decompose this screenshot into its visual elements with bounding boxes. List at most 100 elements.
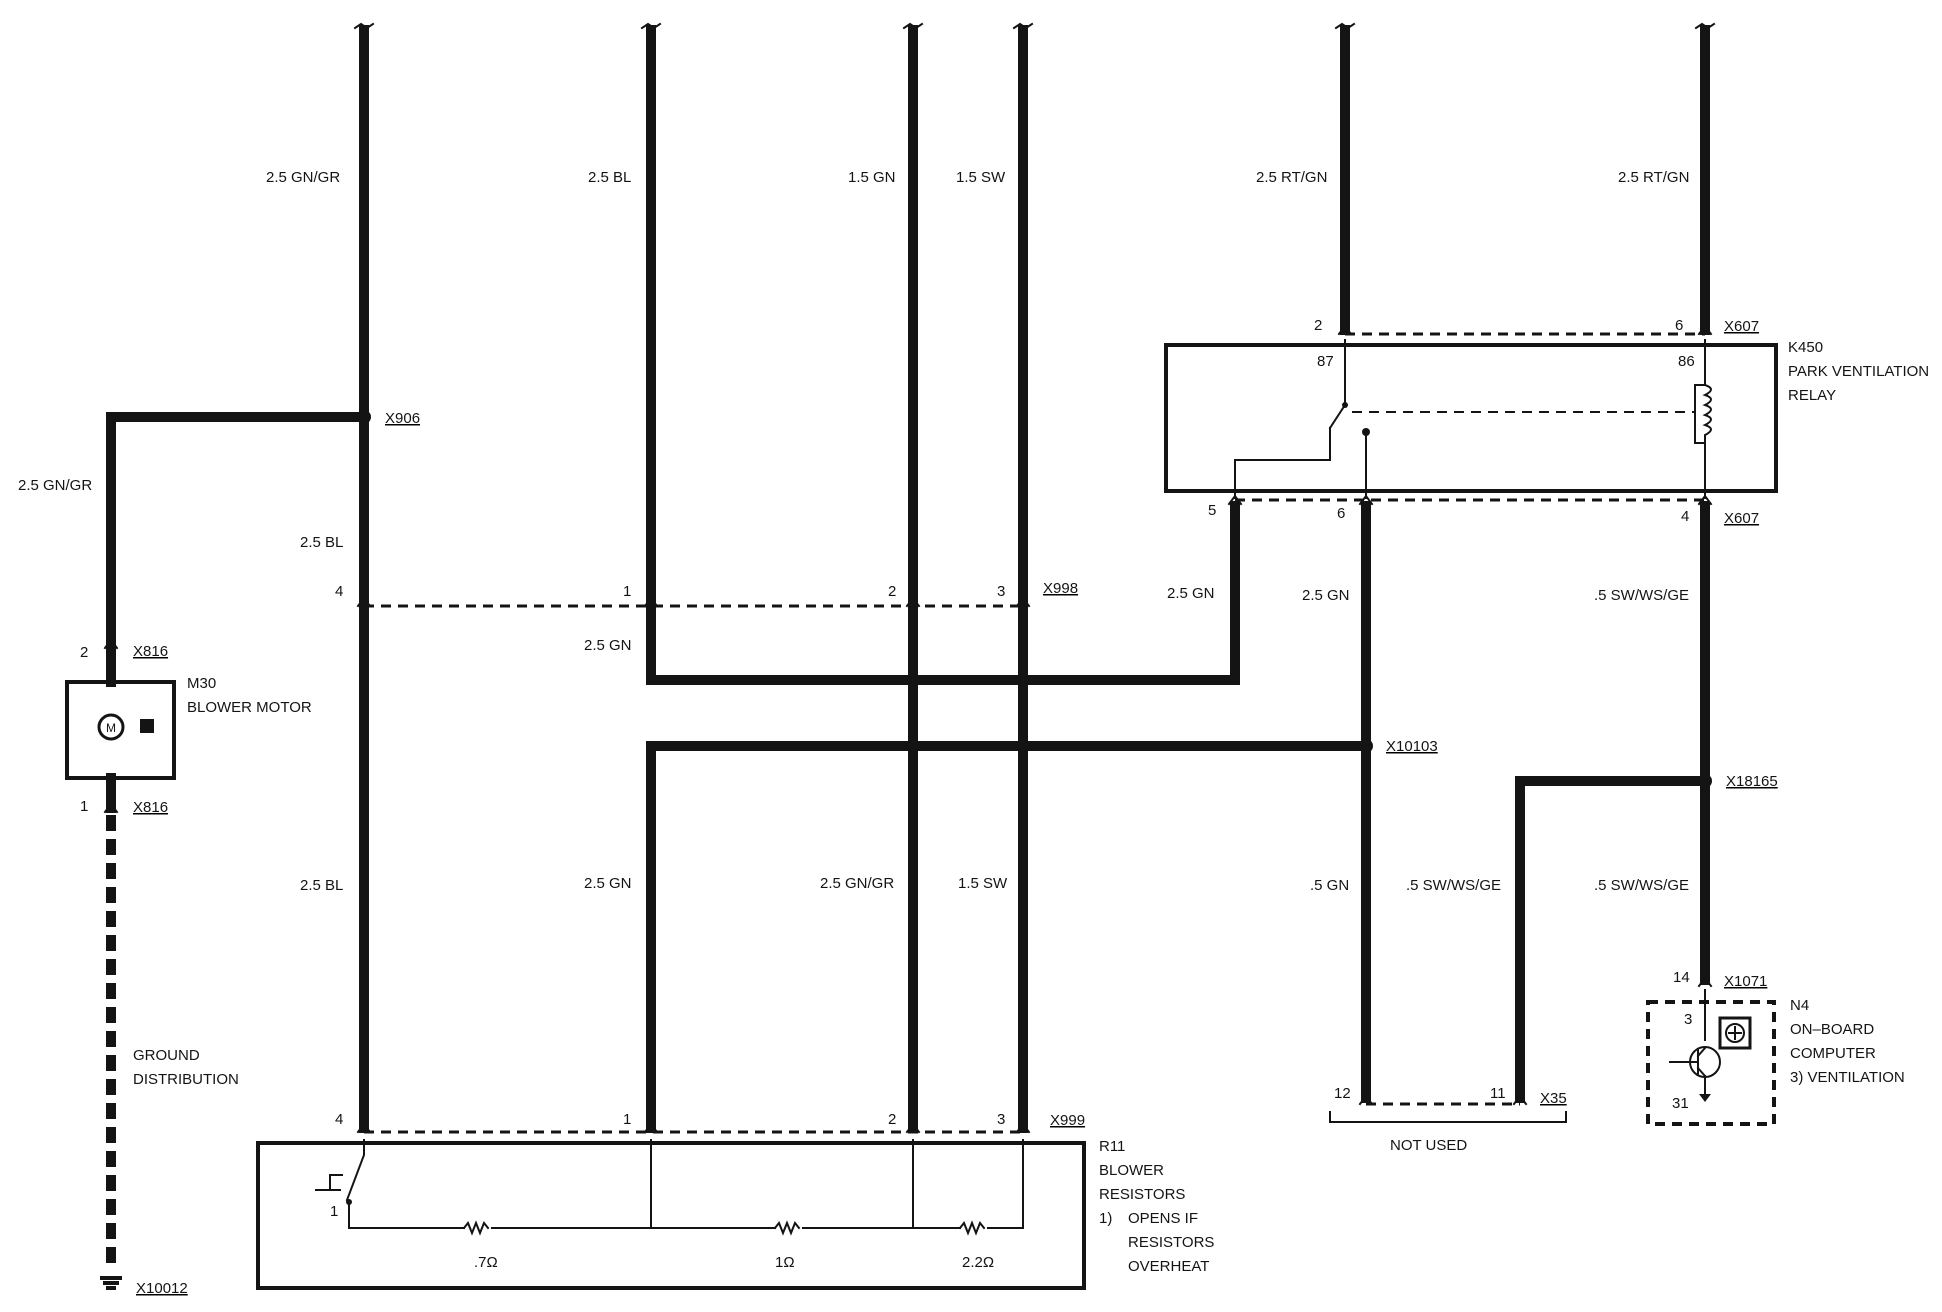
pin-number: 1	[330, 1203, 338, 1220]
connector-labels: X906 X816 X816 X998 X999 X607 X607 X1010…	[133, 318, 1778, 1297]
ground-icon	[100, 1276, 122, 1290]
wire-label: 1.5 SW	[956, 169, 1006, 186]
k450-id: K450	[1788, 339, 1823, 356]
n4-on-board-computer	[1646, 989, 1776, 1126]
connector-label: X998	[1043, 580, 1078, 597]
n4-line1: ON–BOARD	[1790, 1021, 1874, 1038]
r11-note-num: 1)	[1099, 1210, 1112, 1227]
pin-number: 31	[1672, 1095, 1689, 1112]
x18165-splice	[1698, 774, 1712, 788]
resistor-1-value: .7Ω	[474, 1254, 498, 1271]
main-wires	[106, 25, 1710, 1270]
r11-id: R11	[1099, 1138, 1125, 1155]
connector-label: X816	[133, 799, 168, 816]
component-labels: M30 BLOWER MOTOR R11 BLOWER RESISTORS 1)…	[133, 339, 1929, 1275]
wire-label: .5 GN	[1310, 877, 1349, 894]
wire-label: 1.5 SW	[958, 875, 1008, 892]
ventilation-icon	[1718, 1016, 1752, 1050]
relay-coil-icon	[1694, 383, 1712, 444]
n4-note: 3) VENTILATION	[1790, 1069, 1905, 1086]
resistor-2-icon	[773, 1220, 801, 1236]
wire-label: .5 SW/WS/GE	[1594, 877, 1689, 894]
wire-label: 2.5 BL	[300, 534, 343, 551]
pin-number: 4	[1681, 508, 1689, 525]
x906-splice	[357, 410, 371, 424]
pin-number: 4	[335, 583, 343, 600]
connector-label: X10012	[136, 1280, 188, 1297]
motor-symbol: M	[106, 721, 116, 735]
pin-number: 2	[888, 583, 896, 600]
connector-label: X35	[1540, 1090, 1567, 1107]
pin-number: 2	[80, 644, 88, 661]
connector-label: X999	[1050, 1112, 1085, 1129]
pin-number: 12	[1334, 1085, 1351, 1102]
wire-label: 2.5 GN/GR	[820, 875, 894, 892]
x10103-splice	[1359, 739, 1373, 753]
k450-line2: RELAY	[1788, 387, 1836, 404]
x35-not-used	[1329, 1111, 1567, 1123]
n4-id: N4	[1790, 997, 1809, 1014]
k450-relay	[1164, 339, 1778, 499]
ground-label-2: DISTRIBUTION	[133, 1071, 239, 1088]
r11-blower-resistors	[256, 1139, 1086, 1290]
motor-icon	[97, 713, 125, 741]
pin-numbers: 2 1 4 1 2 3 4 1 2 3 1 2 6 87 86 5 6 4 12…	[80, 317, 1695, 1220]
pin-number: 4	[335, 1111, 343, 1128]
not-used-label: NOT USED	[1390, 1137, 1467, 1154]
continuation-marks	[353, 22, 1716, 30]
thermal-switch-icon	[315, 1174, 343, 1191]
resistor-2-value: 1Ω	[775, 1254, 795, 1271]
wire-label: 2.5 RT/GN	[1256, 169, 1327, 186]
r11-note3: OVERHEAT	[1128, 1258, 1209, 1275]
connector-ticks	[103, 324, 1713, 1134]
wire-label: 2.5 GN	[584, 875, 632, 892]
pin-number: 1	[623, 583, 631, 600]
wire-label: .5 SW/WS/GE	[1594, 587, 1689, 604]
wire-label: 2.5 GN	[1302, 587, 1350, 604]
pin-number: 3	[1684, 1011, 1692, 1028]
splice-dots	[357, 410, 1712, 788]
transistor-icon	[1669, 1046, 1721, 1102]
motor-terminal-icon	[140, 719, 154, 733]
wire-label: .5 SW/WS/GE	[1406, 877, 1501, 894]
wire-label: 2.5 RT/GN	[1618, 169, 1689, 186]
wire-label: 2.5 GN/GR	[18, 477, 92, 494]
connector-label: X1071	[1724, 973, 1767, 990]
pin-number: 3	[997, 583, 1005, 600]
pin-number: 14	[1673, 969, 1690, 986]
connector-label: X18165	[1726, 773, 1778, 790]
connector-label: X607	[1724, 510, 1759, 527]
connector-label: X10103	[1386, 738, 1438, 755]
pin-number: 2	[888, 1111, 896, 1128]
resistor-3-icon	[958, 1220, 986, 1236]
pin-number: 1	[80, 798, 88, 815]
pin-number: 1	[623, 1111, 631, 1128]
n4-line2: COMPUTER	[1790, 1045, 1876, 1062]
pin-number: 5	[1208, 502, 1216, 519]
connector-dashes	[364, 332, 1705, 1134]
wire-label: 1.5 GN	[848, 169, 896, 186]
m30-id: M30	[187, 675, 216, 692]
connector-label: X607	[1724, 318, 1759, 335]
resistor-1-icon	[462, 1220, 490, 1236]
m30-name: BLOWER MOTOR	[187, 699, 312, 716]
r11-line2: RESISTORS	[1099, 1186, 1185, 1203]
pin-number: 2	[1314, 317, 1322, 334]
wire-labels: 2.5 GN/GR 2.5 BL 1.5 GN 1.5 SW 2.5 RT/GN…	[18, 169, 1689, 894]
pin-number: 3	[997, 1111, 1005, 1128]
resistor-3-value: 2.2Ω	[962, 1254, 994, 1271]
r11-line1: BLOWER	[1099, 1162, 1164, 1179]
ground-label-1: GROUND	[133, 1047, 200, 1064]
pin-number: 86	[1678, 353, 1695, 370]
r11-note2: RESISTORS	[1128, 1234, 1214, 1251]
wire-label: 2.5 BL	[588, 169, 631, 186]
wire-label: 2.5 GN	[1167, 585, 1215, 602]
k450-line1: PARK VENTILATION	[1788, 363, 1929, 380]
pin-number: 87	[1317, 353, 1334, 370]
wire-label: 2.5 BL	[300, 877, 343, 894]
connector-label: X816	[133, 643, 168, 660]
pin-number: 6	[1337, 505, 1345, 522]
m30-blower-motor: M	[65, 645, 176, 813]
pin-number: 6	[1675, 317, 1683, 334]
